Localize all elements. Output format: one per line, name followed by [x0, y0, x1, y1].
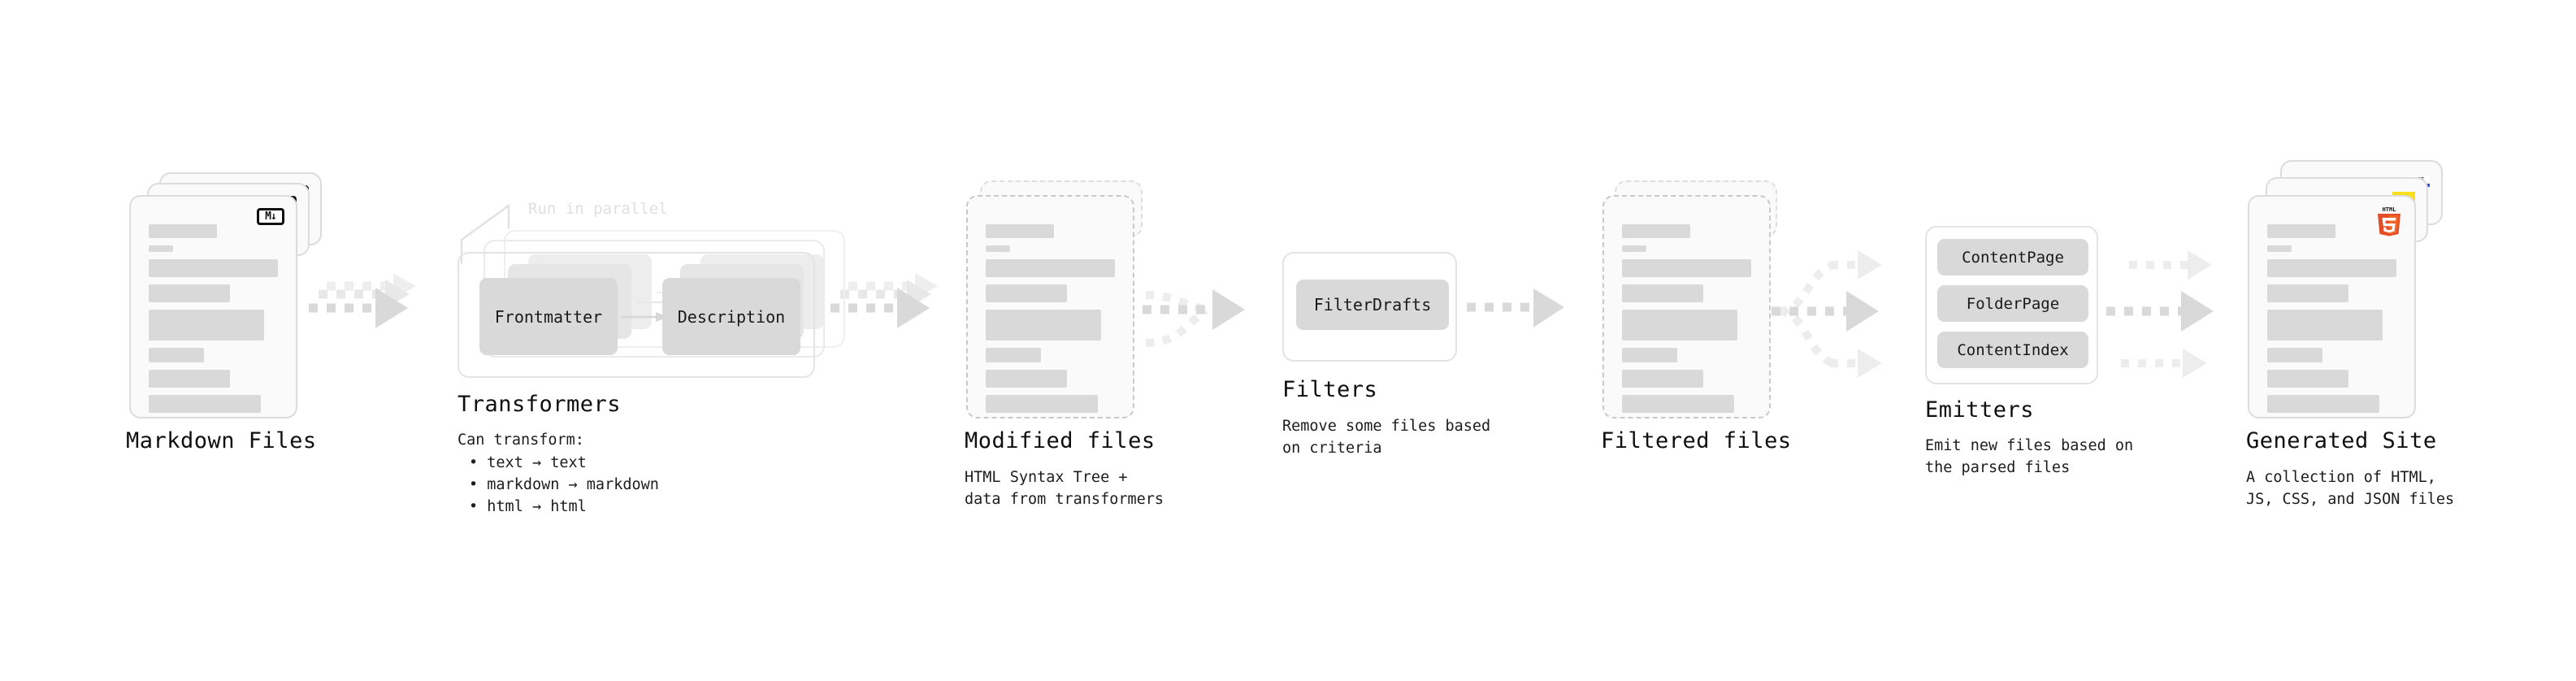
emitters-title: Emitters — [1925, 397, 2035, 423]
modified-files-description: HTML Syntax Tree + data from transformer… — [965, 469, 1164, 509]
transformers-bullet-1: • markdown → markdown — [469, 476, 659, 493]
connector-markdown-to-transformers — [309, 273, 416, 328]
markdown-badge-icon: M↓ — [257, 208, 284, 225]
emitter-chip-contentpage[interactable]: ContentPage — [1937, 239, 2088, 275]
generated-site-title: Generated Site — [2246, 428, 2437, 453]
transformers-description-heading: Can transform: — [458, 432, 584, 449]
emitters-group-box: ContentPage FolderPage ContentIndex — [1925, 226, 2098, 384]
generated-site-description: A collection of HTML, JS, CSS, and JSON … — [2246, 469, 2455, 509]
transformers-title: Transformers — [458, 392, 622, 417]
modified-file-card-front — [966, 195, 1134, 419]
generated-file-card-html: HTML — [2248, 195, 2416, 419]
connector-filtered-to-emitters — [1772, 250, 1882, 378]
connector-transformers-to-modified — [830, 273, 938, 328]
markdown-files-title: Markdown Files — [126, 428, 317, 453]
filtered-file-card-front — [1602, 195, 1771, 419]
transformer-internal-arrow — [622, 312, 668, 322]
transformer-chip-description[interactable]: Description — [662, 278, 800, 355]
emitter-chip-contentindex[interactable]: ContentIndex — [1937, 332, 2088, 368]
transformers-bullet-0: • text → text — [469, 454, 587, 471]
markdown-file-card-front: M↓ — [129, 195, 297, 419]
transformer-chip-frontmatter[interactable]: Frontmatter — [479, 278, 618, 355]
connector-modified-to-filters — [1143, 289, 1245, 347]
run-in-parallel-bracket — [460, 204, 510, 264]
emitter-chip-folderpage[interactable]: FolderPage — [1937, 285, 2088, 322]
filter-chip-filterdrafts[interactable]: FilterDrafts — [1296, 280, 1449, 330]
file-content-placeholder — [986, 224, 1115, 420]
filters-title: Filters — [1282, 377, 1378, 402]
connector-emitters-to-site — [2106, 250, 2214, 378]
html5-badge-icon: HTML — [2375, 205, 2403, 236]
emitters-description: Emit new files based on the parsed files — [1925, 437, 2134, 477]
connector-filters-to-filtered — [1467, 288, 1564, 327]
filters-description: Remove some files based on criteria — [1282, 418, 1491, 458]
transformer-panel-front: Frontmatter Description — [458, 252, 815, 378]
file-content-placeholder — [149, 224, 278, 420]
file-content-placeholder — [2267, 224, 2396, 420]
transformers-bullet-2: • html → html — [469, 498, 587, 515]
filtered-files-title: Filtered files — [1601, 428, 1792, 453]
filters-group-box: FilterDrafts — [1282, 252, 1457, 362]
file-content-placeholder — [1622, 224, 1751, 420]
svg-text:HTML: HTML — [2383, 206, 2396, 213]
modified-files-title: Modified files — [965, 428, 1156, 453]
run-in-parallel-label: Run in parallel — [528, 200, 668, 218]
